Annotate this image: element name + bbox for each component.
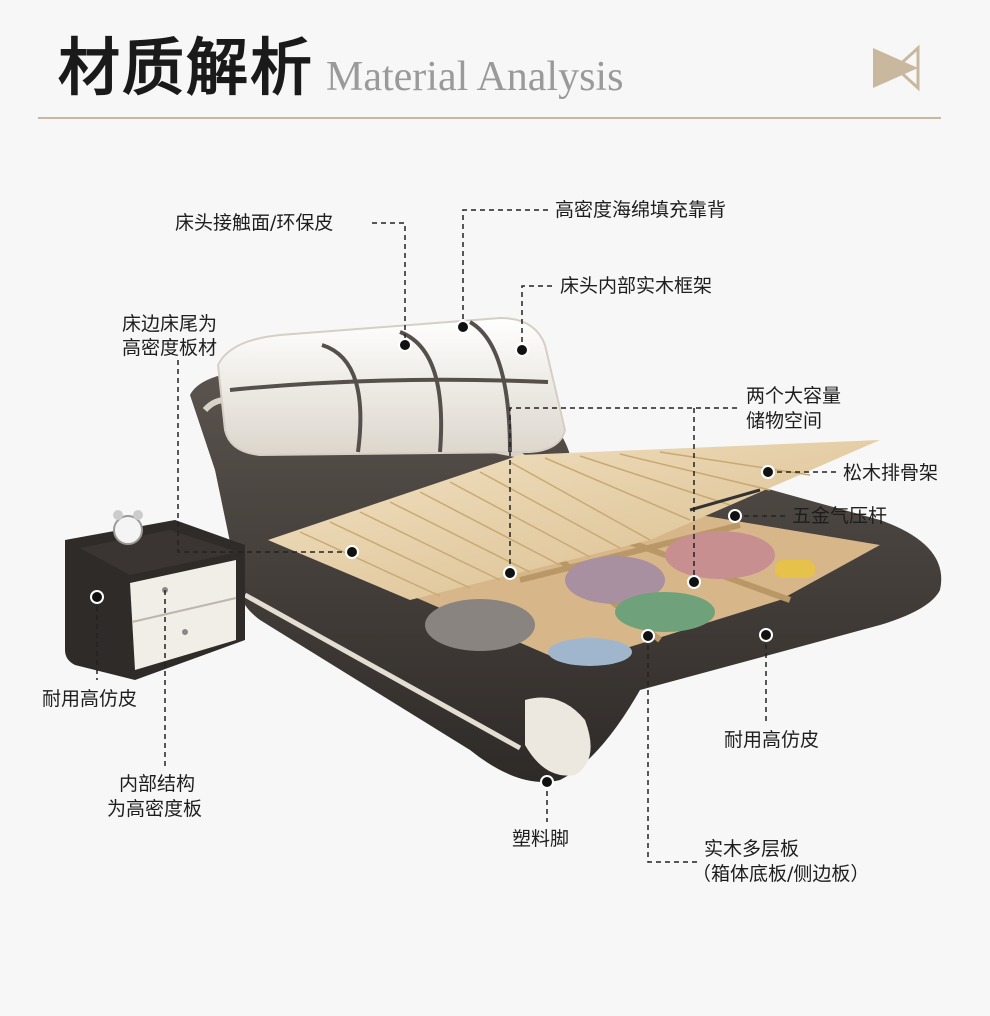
label-side-board-line2: 高密度板材: [122, 337, 218, 359]
callout-lines: [96, 209, 840, 863]
label-nightstand-inner-line2: 为高密度板: [107, 798, 203, 820]
label-sponge: 高密度海绵填充靠背: [555, 199, 727, 221]
label-gas-strut: 五金气压杆: [792, 505, 888, 527]
title-divider: [38, 117, 941, 119]
label-storage-line1: 两个大容量: [746, 385, 842, 407]
page-title: 材质解析: [58, 31, 315, 104]
nightstand: [65, 510, 245, 680]
headboard: [216, 316, 567, 457]
label-plastic-feet: 塑料脚: [512, 828, 570, 850]
label-headboard-leather: 床头接触面/环保皮: [175, 212, 334, 234]
page-subtitle: Material Analysis: [326, 54, 624, 100]
bow-logo-icon: [873, 44, 920, 92]
storage-box: [410, 505, 880, 666]
label-multilayer-line2: （箱体底板/侧边板）: [692, 863, 870, 885]
label-nightstand-inner-line1: 内部结构: [119, 773, 196, 795]
label-multilayer-line1: 实木多层板: [704, 838, 800, 860]
label-nightstand-leather: 耐用高仿皮: [42, 688, 138, 710]
label-storage-line2: 储物空间: [746, 410, 823, 432]
label-pine-slats: 松木排骨架: [843, 462, 939, 484]
label-wood-frame: 床头内部实木框架: [560, 275, 713, 297]
slat-platform: [268, 440, 880, 600]
callout-dots: [90, 320, 775, 789]
label-side-board-line1: 床边床尾为: [122, 313, 218, 335]
label-side-leather: 耐用高仿皮: [724, 729, 820, 751]
